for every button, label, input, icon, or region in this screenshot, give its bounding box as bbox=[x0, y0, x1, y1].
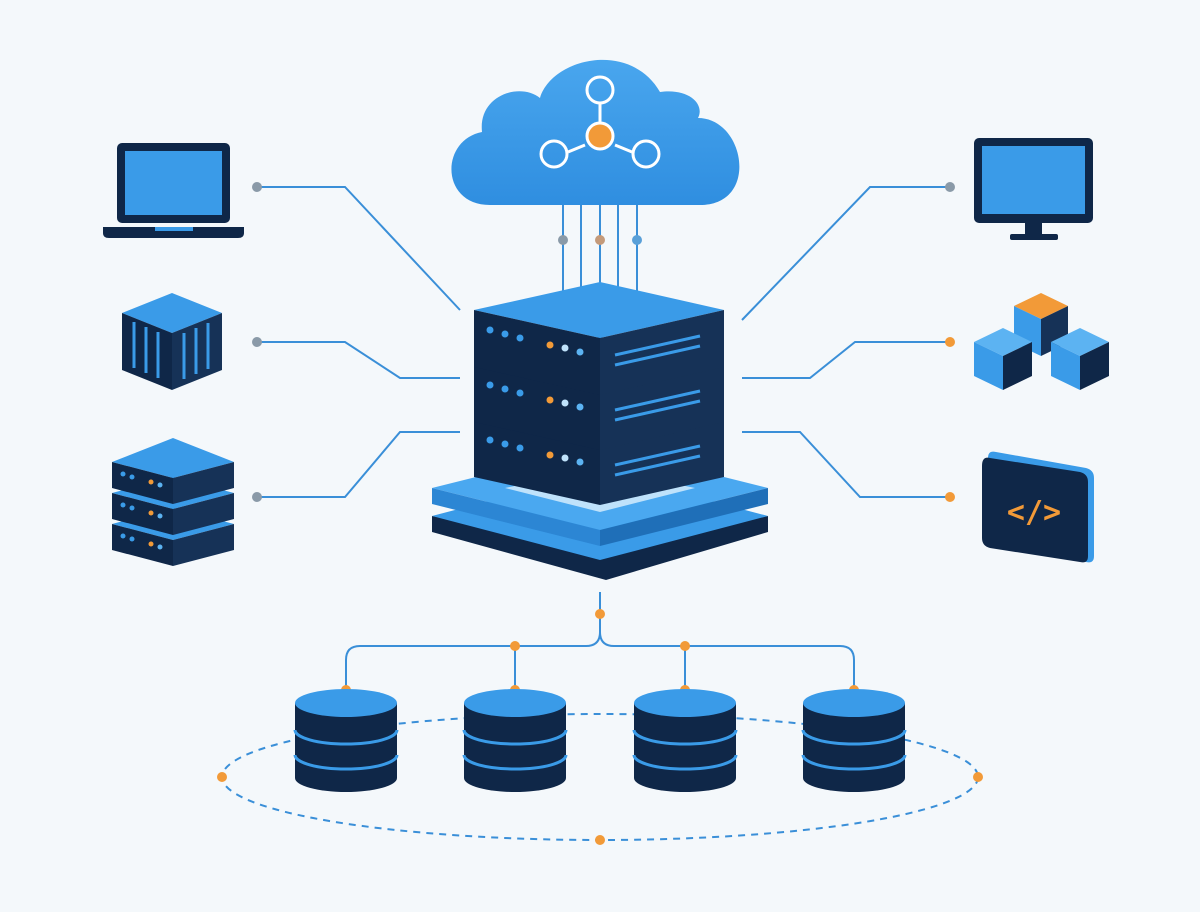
database-icon bbox=[293, 689, 399, 792]
database-icon bbox=[632, 689, 738, 792]
connector-db-trunk bbox=[345, 592, 601, 690]
dot-container bbox=[252, 337, 262, 347]
dot-small-servers bbox=[252, 492, 262, 502]
connector-cubes bbox=[742, 341, 950, 379]
container-icon bbox=[122, 293, 222, 390]
dot-monitor bbox=[945, 182, 955, 192]
dot-cloud-1 bbox=[558, 235, 568, 245]
dot-cloud-2 bbox=[595, 235, 605, 245]
cubes-icon bbox=[974, 293, 1109, 390]
code-glyph: </> bbox=[1007, 495, 1061, 530]
server-stack-icon bbox=[112, 438, 234, 566]
monitor-icon bbox=[974, 138, 1093, 240]
dot-cubes bbox=[945, 337, 955, 347]
connector-small-servers bbox=[258, 431, 460, 498]
server-unit-2-leds bbox=[486, 381, 584, 411]
dot-cloud-3 bbox=[632, 235, 642, 245]
connector-db-trunk-right bbox=[599, 631, 855, 690]
dot-ring-left bbox=[217, 772, 227, 782]
dot-db-branch-3 bbox=[680, 641, 690, 651]
server-unit-3-leds bbox=[486, 436, 584, 466]
database-group bbox=[293, 689, 907, 792]
connector-laptop bbox=[258, 186, 461, 311]
dot-ring-bottom bbox=[595, 835, 605, 845]
laptop-icon bbox=[103, 143, 244, 238]
connector-code bbox=[742, 431, 950, 498]
server-rack-icon bbox=[432, 282, 768, 580]
dot-code bbox=[945, 492, 955, 502]
dot-db-branch-2 bbox=[510, 641, 520, 651]
connector-monitor bbox=[741, 186, 950, 321]
database-icon bbox=[801, 689, 907, 792]
connector-lines bbox=[258, 186, 950, 690]
dot-ring-right bbox=[973, 772, 983, 782]
server-unit-1-leds bbox=[486, 326, 584, 356]
connector-container bbox=[258, 341, 460, 379]
cloud-network-icon bbox=[451, 59, 740, 206]
database-icon bbox=[462, 689, 568, 792]
code-icon: </> bbox=[982, 451, 1094, 563]
dot-laptop bbox=[252, 182, 262, 192]
dot-db-trunk bbox=[595, 609, 605, 619]
